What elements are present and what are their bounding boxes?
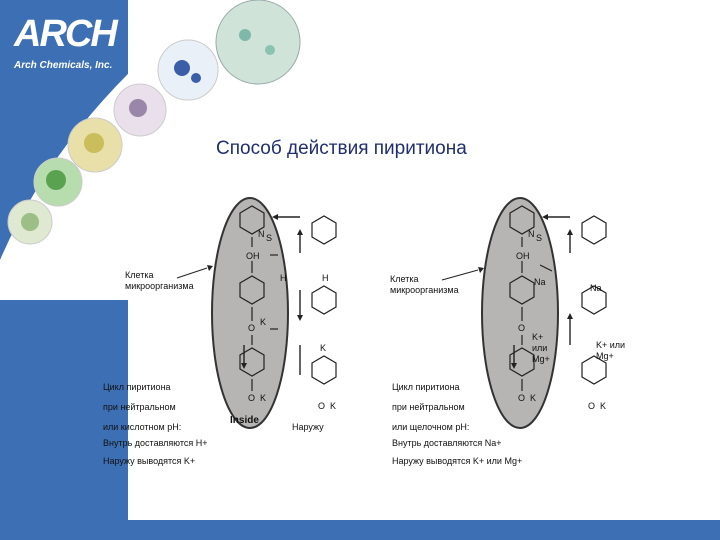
right-caption-line-1: Цикл пиритиона bbox=[392, 382, 460, 392]
atom-k: K bbox=[530, 393, 536, 403]
company-name: Arch Chemicals, Inc. bbox=[14, 60, 113, 71]
right-caption-line-3: или щелочном pH: bbox=[392, 422, 470, 432]
cell-right bbox=[481, 197, 559, 429]
footer-bar bbox=[0, 520, 720, 540]
left-caption-line-5: Наружу выводятся K+ bbox=[103, 456, 196, 466]
right-cell-label: Клетка микроорганизма bbox=[390, 274, 459, 295]
atom-oh: OH bbox=[516, 251, 530, 261]
ion-outside-label: K+ или Mg+ bbox=[596, 340, 626, 361]
petri-dish-large bbox=[215, 0, 301, 85]
atom-n: N bbox=[528, 229, 535, 239]
atom-k-out-2: K bbox=[330, 401, 336, 411]
atom-k: K bbox=[260, 317, 266, 327]
atom-k-out: K bbox=[600, 401, 606, 411]
atom-k-2: K bbox=[260, 393, 266, 403]
page-title: Способ действия пиритиона bbox=[216, 138, 467, 159]
arch-logo: ARCH bbox=[14, 13, 118, 55]
left-cell-pointer bbox=[176, 265, 213, 279]
left-mechanism-diagram: N S OH O K O K H H K O K Inside bbox=[211, 197, 337, 429]
atom-o: O bbox=[518, 323, 525, 333]
left-cell-label: Клетка микроорганизма bbox=[125, 270, 194, 291]
atom-o-2: O bbox=[518, 393, 525, 403]
left-caption-line-1: Цикл пиритиона bbox=[103, 382, 171, 392]
right-caption-line-5: Наружу выводятся K+ или Mg+ bbox=[392, 456, 523, 466]
atom-na-out: Na bbox=[590, 283, 602, 293]
atom-o: O bbox=[248, 323, 255, 333]
atom-h: H bbox=[280, 273, 287, 283]
ion-inside-label: K+ или Mg+ bbox=[532, 332, 550, 364]
right-caption-line-4: Внутрь доставляются Na+ bbox=[392, 438, 502, 448]
outside-label: Наружу bbox=[292, 422, 324, 432]
atom-o-out: O bbox=[588, 401, 595, 411]
left-caption-line-2: при нейтральном bbox=[103, 402, 176, 412]
atom-s: S bbox=[536, 233, 542, 243]
left-caption-line-3: или кислотном pH: bbox=[103, 422, 182, 432]
right-cell-pointer bbox=[441, 267, 484, 281]
atom-o-2: O bbox=[248, 393, 255, 403]
atom-o-out: O bbox=[318, 401, 325, 411]
atom-n: N bbox=[258, 229, 265, 239]
atom-k-out: K bbox=[320, 343, 326, 353]
cell-left bbox=[211, 197, 289, 429]
atom-oh: OH bbox=[246, 251, 260, 261]
inside-label: Inside bbox=[230, 415, 259, 426]
atom-na: Na bbox=[534, 277, 546, 287]
right-mechanism-diagram: N S OH Na Na O O K O K bbox=[481, 197, 607, 429]
atom-h-out: H bbox=[322, 273, 329, 283]
right-caption-line-2: при нейтральном bbox=[392, 402, 465, 412]
left-caption-line-4: Внутрь доставляются H+ bbox=[103, 438, 208, 448]
atom-s: S bbox=[266, 233, 272, 243]
